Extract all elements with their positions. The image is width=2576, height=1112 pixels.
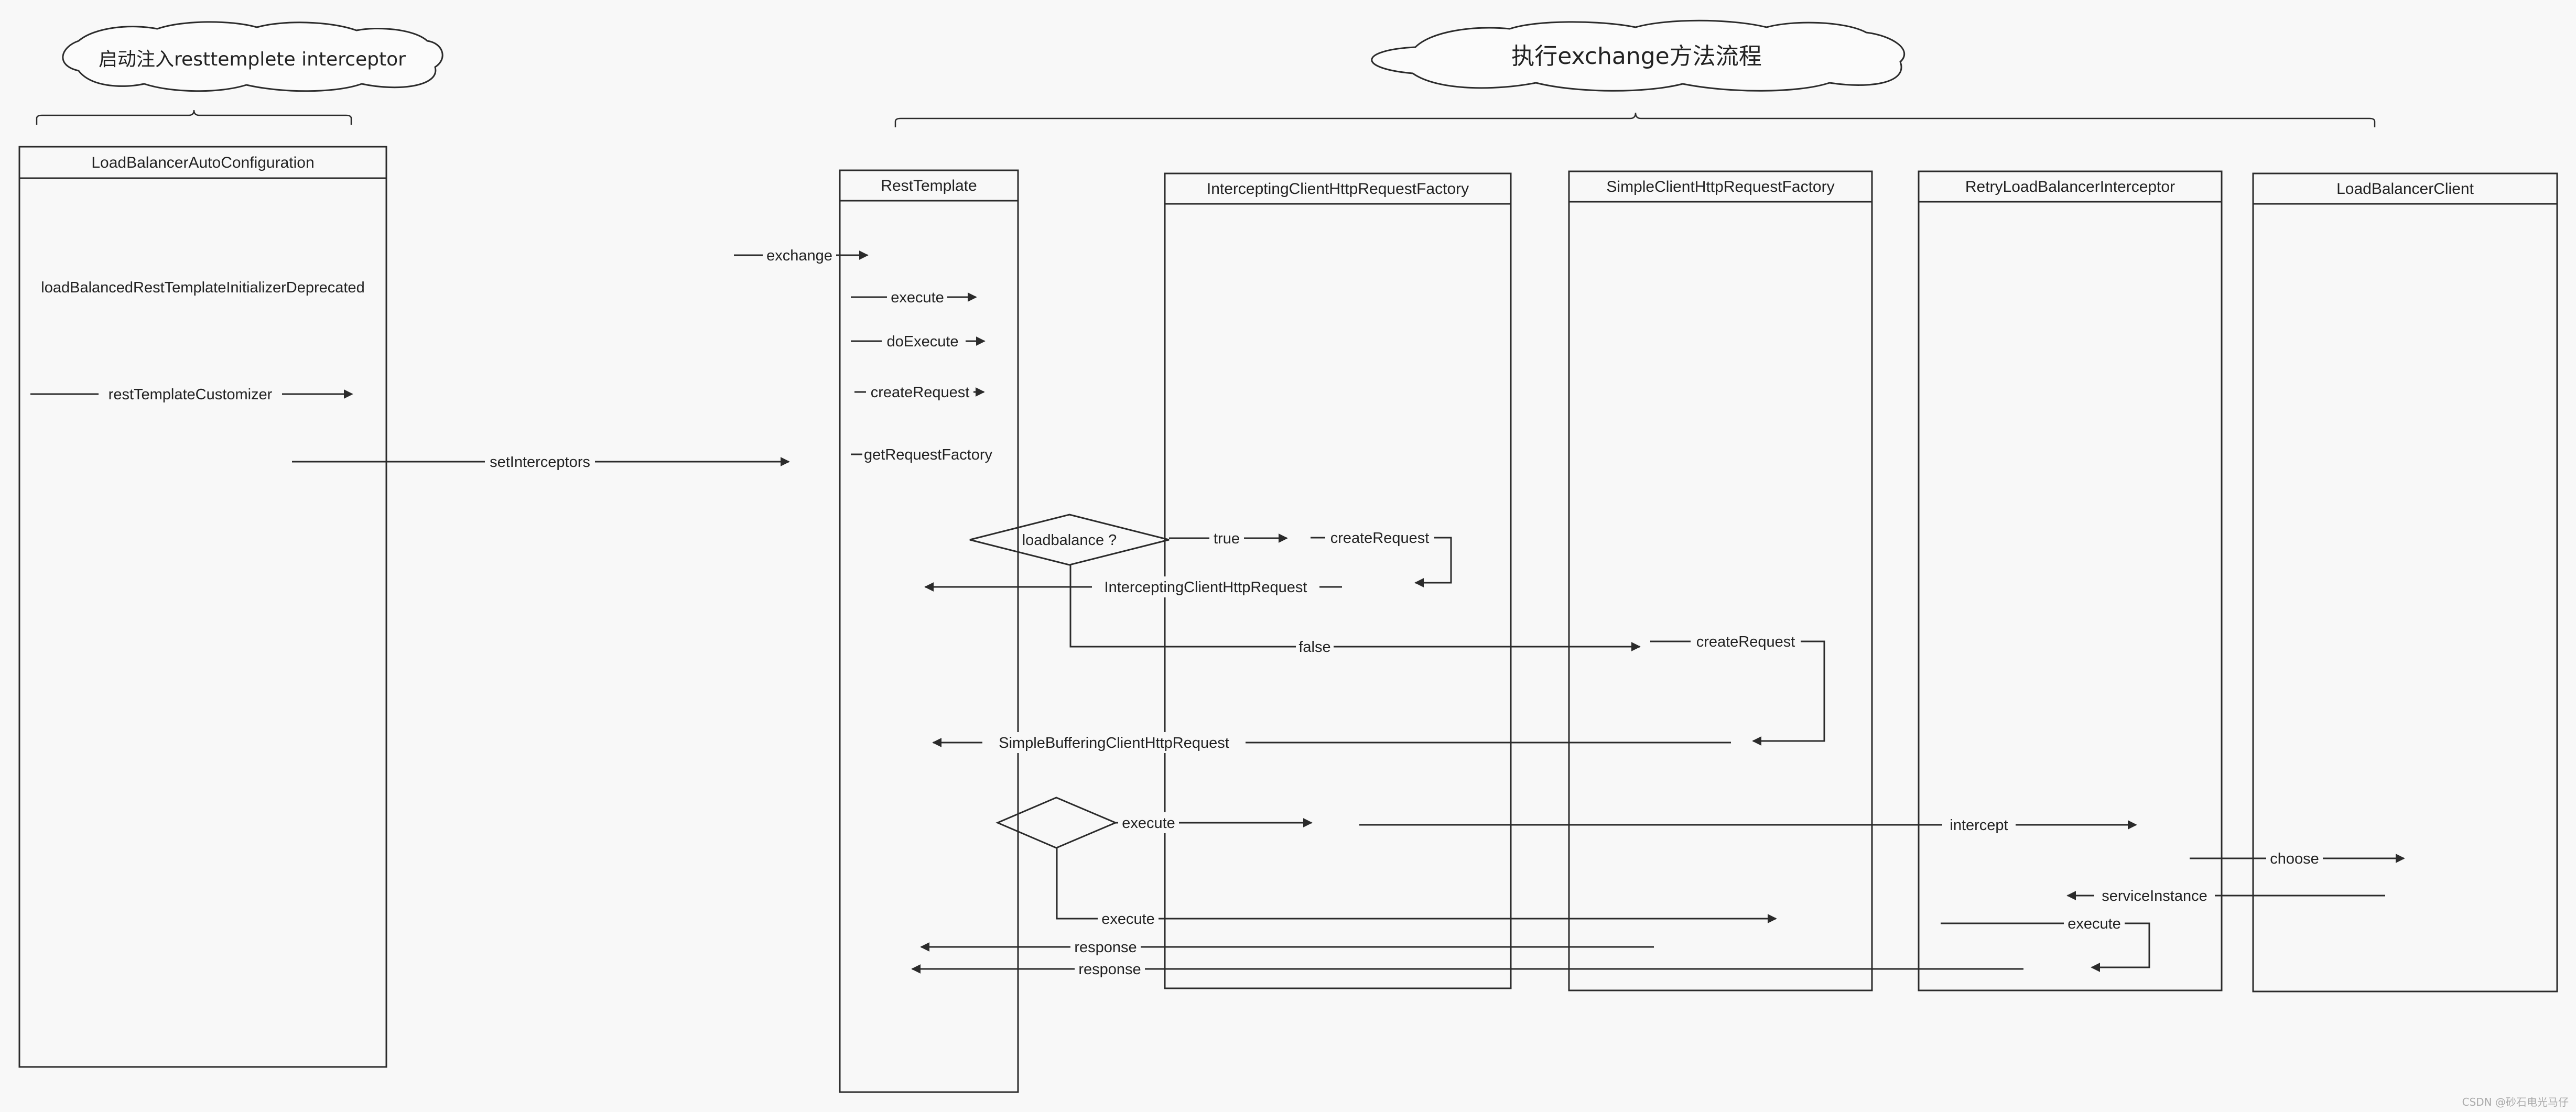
message-create-request-2: createRequest <box>1311 527 1452 587</box>
message-response-2: response <box>911 958 2023 979</box>
message-do-execute: doExecute <box>851 331 986 352</box>
lifeline-simple-factory: SimpleClientHttpRequestFactory <box>1568 170 1873 991</box>
svg-text:restTemplateCustomizer: restTemplateCustomizer <box>109 386 273 403</box>
message-false-branch: false <box>1069 565 1641 657</box>
message-set-interceptors: setInterceptors <box>292 451 790 472</box>
watermark: CSDN @砂石电光马仔 <box>2462 1096 2569 1108</box>
message-intercept: intercept <box>1359 814 2137 835</box>
lifeline-title: InterceptingClientHttpRequestFactory <box>1207 180 1469 198</box>
cloud-exchange: 执行exchange方法流程 <box>1371 19 1905 92</box>
svg-text:true: true <box>1214 530 1240 547</box>
svg-text:createRequest: createRequest <box>871 384 970 401</box>
cloud-startup-text: 启动注入resttemplete interceptor <box>99 49 406 70</box>
message-execute-1: execute <box>851 287 977 308</box>
svg-text:response: response <box>1078 961 1141 978</box>
lifeline-title: RetryLoadBalancerInterceptor <box>1965 178 2175 195</box>
message-get-request-factory: getRequestFactory <box>851 446 993 463</box>
lifeline-title: LoadBalancerClient <box>2336 180 2474 198</box>
svg-text:getRequestFactory: getRequestFactory <box>864 446 993 463</box>
lifeline-load-balancer-client: LoadBalancerClient <box>2252 172 2558 993</box>
svg-text:execute: execute <box>2068 915 2121 932</box>
svg-text:InterceptingClientHttpRequest: InterceptingClientHttpRequest <box>1105 579 1307 596</box>
svg-text:loadbalance ?: loadbalance ? <box>1022 532 1117 549</box>
message-intercepting-request: InterceptingClientHttpRequest <box>924 576 1342 597</box>
brace-startup <box>36 110 352 125</box>
message-create-request-1: createRequest <box>854 381 985 402</box>
message-execute-4: execute <box>1941 913 2150 972</box>
message-choose: choose <box>2190 848 2405 869</box>
message-simple-buffering-request: SimpleBufferingClientHttpRequest <box>932 732 1731 753</box>
svg-text:choose: choose <box>2270 851 2319 867</box>
lifeline-title: LoadBalancerAutoConfiguration <box>91 154 314 171</box>
message-execute-2: execute <box>1116 812 1313 833</box>
svg-text:SimpleBufferingClientHttpReque: SimpleBufferingClientHttpRequest <box>999 735 1229 751</box>
lifeline-retry-interceptor: RetryLoadBalancerInterceptor <box>1918 170 2223 991</box>
cloud-startup: 启动注入resttemplete interceptor <box>62 21 443 92</box>
svg-text:exchange: exchange <box>766 247 832 264</box>
cloud-exchange-text: 执行exchange方法流程 <box>1511 43 1762 70</box>
svg-text:execute: execute <box>891 289 944 306</box>
svg-text:setInterceptors: setInterceptors <box>490 454 590 471</box>
svg-text:execute: execute <box>1122 815 1175 832</box>
message-true-branch: true <box>1169 528 1288 549</box>
message-exchange: exchange <box>734 245 869 266</box>
decision-loadbalance: loadbalance ? <box>969 514 1170 566</box>
lifeline-title: RestTemplate <box>881 177 977 194</box>
svg-text:serviceInstance: serviceInstance <box>2102 888 2207 904</box>
svg-text:createRequest: createRequest <box>1696 634 1795 650</box>
svg-text:false: false <box>1298 639 1330 656</box>
message-execute-3: execute <box>1056 848 1777 929</box>
svg-text:response: response <box>1074 939 1137 956</box>
lifeline-title: SimpleClientHttpRequestFactory <box>1606 178 1834 195</box>
svg-text:execute: execute <box>1101 911 1155 928</box>
decision-execute <box>995 797 1118 849</box>
message-initializer-deprecated: loadBalancedRestTemplateInitializerDepre… <box>41 279 364 296</box>
message-service-instance: serviceInstance <box>2066 885 2385 906</box>
svg-text:createRequest: createRequest <box>1330 530 1430 547</box>
lifeline-rest-template: RestTemplate <box>839 169 1019 1093</box>
message-create-request-3: createRequest <box>1650 631 1825 746</box>
message-rest-template-customizer: restTemplateCustomizer <box>30 384 353 405</box>
lifeline-load-balancer-auto-configuration: LoadBalancerAutoConfiguration <box>18 146 387 1068</box>
svg-text:intercept: intercept <box>1950 817 2008 834</box>
message-response-1: response <box>920 936 1654 957</box>
brace-exchange <box>894 112 2376 127</box>
svg-text:doExecute: doExecute <box>886 333 958 350</box>
